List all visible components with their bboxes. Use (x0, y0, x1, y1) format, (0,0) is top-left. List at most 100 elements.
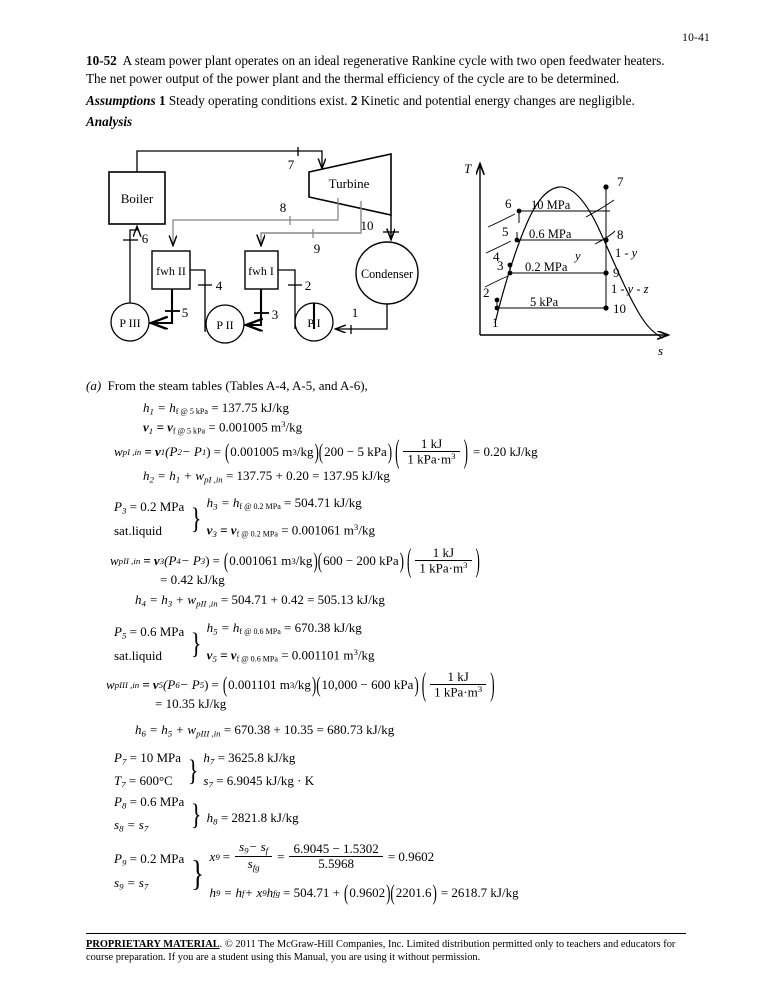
wpI-v: = v (144, 443, 161, 459)
h9-f-sub: f (242, 888, 245, 899)
ts-point-4 (507, 262, 513, 268)
assumption-1-text: Steady operating conditions exist. (168, 93, 348, 108)
conv-denominator: 1 kPa·m3 (415, 560, 472, 576)
state-8-block: P8 = 0.6 MPa s8 = s7 } h8 = 2821.8 kJ/kg (114, 792, 299, 839)
equation-h1: h1 = hf @ 5 kPa = 137.75 kJ/kg (143, 400, 289, 416)
h6-h5-sub: 5 (167, 728, 173, 739)
equation-h6: h6 = h5 + wpIII ,in = 670.38 + 10.35 = 6… (135, 722, 394, 738)
P3-subscript: 3 (121, 505, 127, 516)
x9-num-value: 6.9045 − 1.5302 (293, 840, 379, 856)
wpI-symbol: w (114, 443, 123, 459)
ts-fraction-y: y (573, 249, 581, 263)
h6-plus-w: + w (175, 722, 197, 737)
schematic-state-8: 8 (280, 200, 287, 215)
conv-numerator: 1 kJ (447, 669, 469, 684)
wpIII-equals2: = (211, 676, 219, 692)
wpII-minus-P3: − P (180, 552, 201, 568)
big-close-paren-icon: ) (463, 431, 468, 470)
h6-eq-h5: = h (149, 722, 168, 737)
big-open-paren-icon: ( (421, 664, 427, 703)
state-3-conditions: P3 = 0.2 MPa sat.liquid (114, 497, 184, 540)
v1-unit-kg: /kg (285, 419, 303, 435)
ts-point-2 (494, 297, 500, 303)
assumptions-label: Assumptions (86, 93, 156, 108)
wpII-result-line: = 0.42 kJ/kg (160, 572, 225, 588)
ts-state-2: 2 (483, 285, 490, 300)
wpIII-v-sub: 5 (158, 679, 164, 690)
assumptions-line: Assumptions 1 Steady operating condition… (86, 92, 686, 110)
h4-subscript: 4 (141, 598, 146, 609)
wpI-P1-sub: 1 (201, 446, 207, 457)
h5-subscript: 5 (213, 626, 218, 637)
x9-symbol: x (209, 848, 216, 864)
v3-equals: = v (220, 522, 237, 538)
footer-line-2: preparation. If you are a student using … (115, 952, 481, 964)
wpII-symbol: w (110, 552, 119, 568)
v3-reference: f @ 0.2 MPa (236, 529, 278, 539)
page-number: 10-41 (682, 32, 710, 44)
ts-state-6: 6 (505, 196, 512, 211)
ts-pressure-10mpa: 10 MPa (531, 198, 571, 212)
ts-pressure-02mpa: 0.2 MPa (525, 260, 568, 274)
s8-symbol: s (114, 817, 120, 833)
wpI-v-sub: 1 (160, 446, 166, 457)
schematic-state-7: 7 (288, 157, 295, 172)
ts-state-9: 9 (613, 265, 620, 280)
close-paren-icon-2: ) (399, 547, 405, 573)
h4-w-sub: pII ,in (196, 598, 218, 609)
part-a-heading: (a) From the steam tables (Tables A-4, A… (86, 378, 368, 394)
v5-equals: = v (220, 647, 237, 663)
state-8-conditions: P8 = 0.6 MPa s8 = s7 (114, 792, 184, 839)
h3-value: = 504.71 kJ/kg (284, 495, 362, 510)
ts-point-7 (603, 184, 609, 190)
v1-symbol: v (143, 419, 149, 435)
state-3-results: h3 = hf @ 0.2 MPa = 504.71 kJ/kg v3 = vf… (207, 493, 375, 545)
wpI-equals2: = (213, 443, 221, 459)
wpIII-dP: 10,000 − 600 kPa (321, 676, 414, 692)
h9-x-sub: 9 (262, 888, 267, 899)
x9-equals2: = (277, 848, 285, 864)
brace-icon: } (191, 852, 205, 893)
h6-value: = 670.38 + 10.35 = 680.73 kJ/kg (223, 722, 395, 737)
v1-equals: = v (156, 419, 173, 435)
problem-number: 10-52 (86, 53, 117, 68)
ts-pressure-06mpa: 0.6 MPa (529, 227, 572, 241)
wpII-P3-sub: 3 (200, 555, 206, 566)
wpII-result: = 0.42 kJ/kg (160, 572, 225, 587)
wpIII-subscript: pIII ,in (114, 679, 140, 690)
footer-notice: PROPRIETARY MATERIAL. © 2011 The McGraw-… (86, 938, 692, 964)
big-close-paren-icon: ) (475, 540, 480, 579)
schematic-label-pump3: P III (119, 316, 140, 330)
P7-symbol: P (114, 750, 122, 765)
ts-state-5: 5 (502, 224, 509, 239)
state-7-conditions: P7 = 10 MPa T7 = 600°C (114, 748, 181, 795)
v1-value: = 0.001005 (208, 419, 268, 435)
h3-subscript: 3 (213, 501, 218, 512)
s7-subscript: 7 (208, 779, 213, 790)
schematic-state-4: 4 (216, 278, 223, 293)
h1-equals: = h (157, 400, 176, 415)
schematic-label-condenser: Condenser (361, 267, 413, 281)
v3-subscript: 3 (212, 529, 217, 540)
conv-den-m: m (452, 560, 464, 576)
wpI-kg: /kg (296, 443, 314, 459)
schematic-state-6: 6 (142, 231, 149, 246)
h1-value: = 137.75 kJ/kg (211, 400, 289, 415)
conv-den-kpa: 1 kPa (434, 684, 464, 700)
schematic-state-5: 5 (182, 305, 189, 320)
state-7-block: P7 = 10 MPa T7 = 600°C } h7 = 3625.8 kJ/… (114, 748, 314, 795)
x9-num-f-sub: f (265, 845, 269, 856)
P9-subscript: 9 (121, 857, 127, 868)
h2-h1-sub: 1 (175, 474, 181, 485)
conv-den-dot: · (448, 560, 453, 576)
h2-symbol: h (143, 468, 150, 483)
h4-value: = 504.71 + 0.42 = 505.13 kJ/kg (220, 592, 385, 607)
wpII-dP: 600 − 200 kPa (323, 552, 399, 568)
ts-fraction-1-y: 1 - y (615, 246, 638, 260)
x9-symbolic-fraction: s9− sf sfg (235, 839, 273, 873)
schematic-state-3: 3 (272, 307, 279, 322)
P3-symbol: P (114, 499, 122, 515)
wpII-v: = v (143, 552, 160, 568)
